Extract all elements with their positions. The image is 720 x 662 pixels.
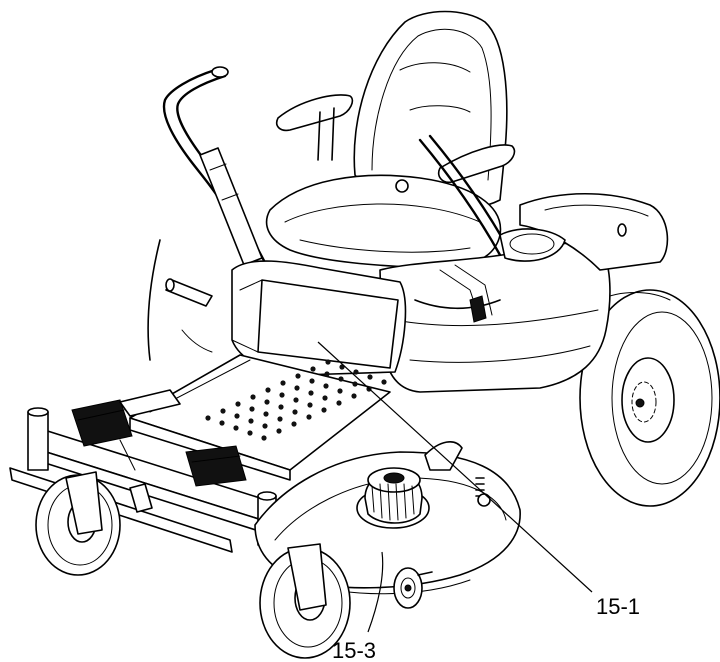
front-left-caster [35, 471, 121, 576]
plate-hole [250, 394, 256, 400]
side-bolt [147, 239, 213, 361]
plate-hole [321, 407, 327, 413]
plate-hole [309, 378, 315, 384]
plate-hole [308, 390, 314, 396]
plate-hole [249, 406, 255, 412]
plate-hole [325, 359, 331, 365]
plate-hole [263, 411, 269, 417]
plate-hole [351, 393, 357, 399]
leader-15-1 [317, 341, 593, 593]
gauge-wheel [393, 567, 433, 609]
plate-hole [278, 404, 284, 410]
plate-hole [235, 401, 241, 407]
plate-hole [277, 416, 283, 422]
plate-hole [307, 402, 313, 408]
plate-hole [367, 374, 373, 380]
rear-wheel [579, 289, 720, 507]
plate-hole [247, 430, 253, 436]
plate-hole [276, 428, 282, 434]
footrest-plate [129, 354, 391, 481]
plate-hole [205, 415, 211, 421]
plate-hole [265, 387, 271, 393]
plate-hole [279, 392, 285, 398]
plate-hole [353, 369, 359, 375]
leader-15-3 [367, 551, 384, 633]
plate-hole [292, 409, 298, 415]
plate-hole [262, 423, 268, 429]
plate-hole [324, 371, 330, 377]
plate-hole [338, 376, 344, 382]
plate-hole [293, 397, 299, 403]
callout-label-15-1: 15-1 [596, 594, 640, 619]
plate-holes [205, 359, 387, 441]
plate-hole [219, 420, 225, 426]
callout-leaders [317, 341, 593, 633]
plate-hole [280, 380, 286, 386]
plate-hole [233, 425, 239, 431]
plate-hole [337, 388, 343, 394]
plate-hole [295, 373, 301, 379]
plate-hole [291, 421, 297, 427]
plate-hole [323, 383, 329, 389]
plate-hole [306, 414, 312, 420]
plate-hole [322, 395, 328, 401]
plate-hole [261, 435, 267, 441]
plate-hole [264, 399, 270, 405]
callout-label-15-3: 15-3 [332, 638, 376, 662]
plate-hole [248, 418, 254, 424]
plate-hole [336, 400, 342, 406]
seat [265, 10, 516, 269]
plate-hole [381, 379, 387, 385]
control-lever [162, 66, 272, 277]
plate-hole [220, 408, 226, 414]
front-right-caster [259, 543, 351, 659]
plate-hole [310, 366, 316, 372]
chassis-body [231, 192, 669, 393]
plate-hole [352, 381, 358, 387]
plate-hole [234, 413, 240, 419]
plate-hole [294, 385, 300, 391]
